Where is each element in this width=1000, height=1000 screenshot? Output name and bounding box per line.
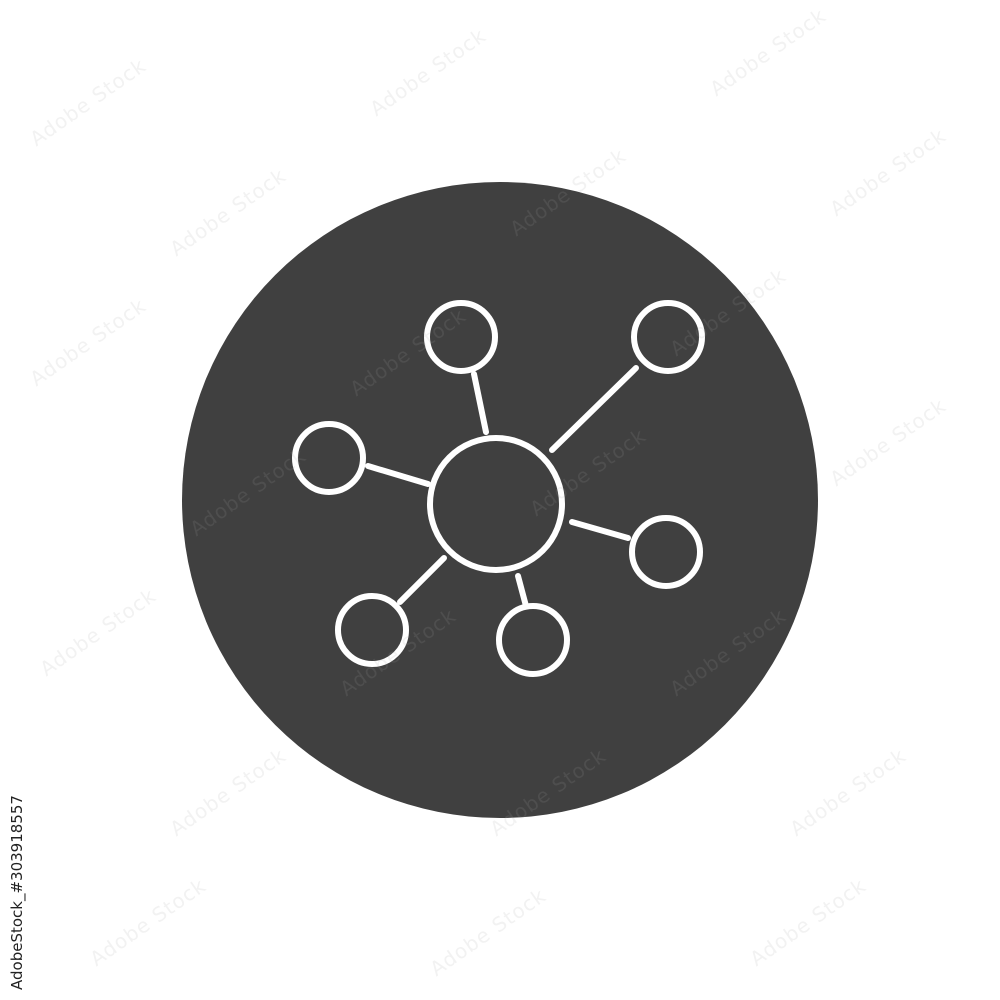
connector-top bbox=[471, 371, 489, 435]
connector-right bbox=[569, 519, 631, 541]
node-left bbox=[292, 421, 366, 495]
node-bottom bbox=[496, 603, 570, 677]
hub-node-center bbox=[427, 435, 565, 573]
stock-id-label: AdobeStock_#303918557 bbox=[8, 795, 26, 990]
connector-left bbox=[365, 463, 431, 487]
connector-bottom bbox=[515, 573, 529, 609]
node-top bbox=[424, 300, 498, 374]
node-top-right bbox=[631, 300, 705, 374]
node-right bbox=[629, 515, 703, 589]
node-bottom-left bbox=[335, 593, 409, 667]
connector-top-right bbox=[549, 365, 639, 453]
connection-lines bbox=[365, 365, 639, 609]
connector-bottom-left bbox=[397, 555, 447, 605]
network-nodes bbox=[292, 300, 705, 677]
